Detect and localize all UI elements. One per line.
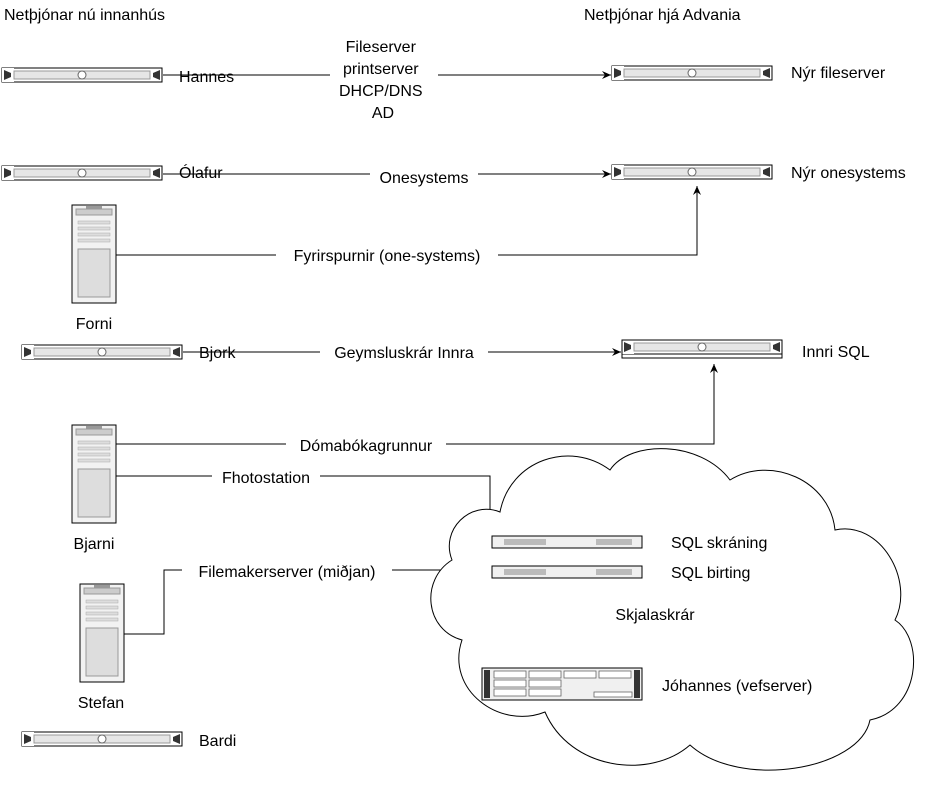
edge-label-hannes-fileserver: Fileserver printserver DHCP/DNS AD <box>339 39 427 122</box>
label-nyr-fileserver: Nýr fileserver <box>791 65 886 82</box>
server-bjork <box>21 344 183 360</box>
edge-label-domabokagrunnur: Dómabókagrunnur <box>300 438 433 455</box>
edge-label-line-1: Fileserver <box>346 39 417 56</box>
edge-label-onesystems: Onesystems <box>380 170 469 187</box>
server-olafur <box>1 165 163 181</box>
server-nyr-onesystems <box>611 164 773 180</box>
label-sql-skraning: SQL skráning <box>671 535 767 552</box>
server-bjarni <box>71 424 117 524</box>
header-right: Netþjónar hjá Advania <box>584 7 741 24</box>
server-sql-skraning <box>491 535 643 549</box>
server-johannes <box>481 667 643 701</box>
header-left: Netþjónar nú innanhús <box>4 7 165 24</box>
edge-label-geymsluskrar: Geymsluskrár Innra <box>334 345 474 362</box>
edge-bjarni-innrisql <box>115 364 718 445</box>
label-stefan: Stefan <box>78 695 124 712</box>
label-nyr-onesystems: Nýr onesystems <box>791 165 906 182</box>
edge-forni-onesystems <box>115 186 701 256</box>
label-innri-sql: Innri SQL <box>802 344 870 361</box>
label-bjarni: Bjarni <box>74 536 115 553</box>
server-forni <box>71 204 117 304</box>
label-johannes: Jóhannes (vefserver) <box>662 678 812 695</box>
label-sql-birting: SQL birting <box>671 565 750 582</box>
edge-label-line-2: printserver <box>343 61 419 78</box>
edge-label-line-4: AD <box>372 105 394 122</box>
label-forni: Forni <box>76 316 112 333</box>
edge-label-fhotostation: Fhotostation <box>222 470 310 487</box>
edge-label-fyrirspurnir: Fyrirspurnir (one-systems) <box>294 248 481 265</box>
server-hannes <box>1 67 163 83</box>
edge-label-line-3: DHCP/DNS <box>339 83 423 100</box>
server-nyr-fileserver <box>611 65 773 81</box>
server-sql-birting <box>491 565 643 579</box>
label-bjork: Bjork <box>199 345 236 362</box>
label-skjalaskrar: Skjalaskrár <box>615 607 695 624</box>
server-stefan <box>79 583 125 683</box>
server-innri-sql <box>621 339 783 359</box>
server-bardi <box>21 731 183 747</box>
edge-label-filemakerserver: Filemakerserver (miðjan) <box>199 564 376 581</box>
label-hannes: Hannes <box>179 69 234 86</box>
label-bardi: Bardi <box>199 733 236 750</box>
label-olafur: Ólafur <box>179 163 223 182</box>
